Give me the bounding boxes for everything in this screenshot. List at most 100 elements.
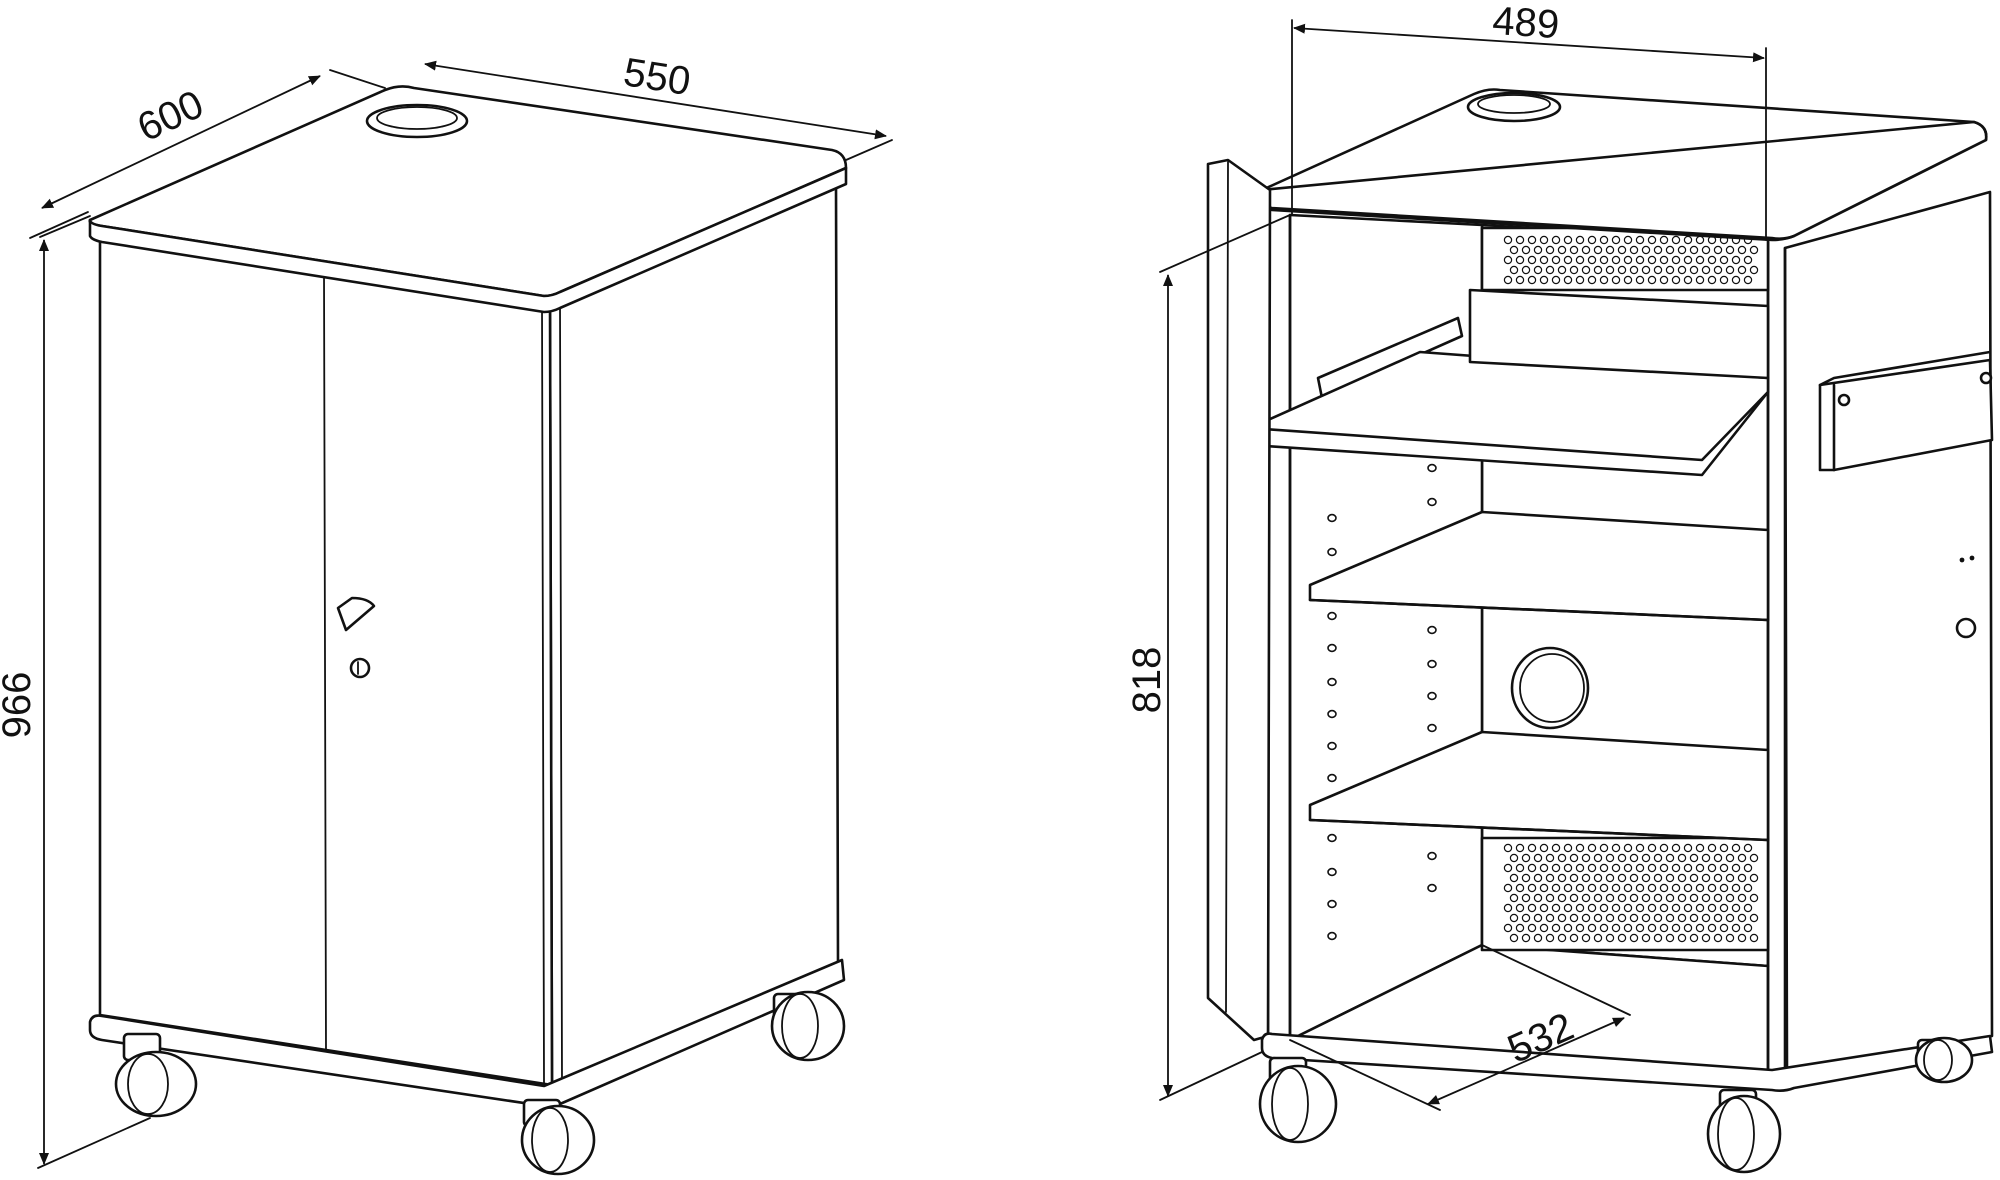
perforation-dot [1707,923,1717,933]
shelf-pin-hole [1427,659,1437,669]
side-lock-icon[interactable] [1955,617,1977,639]
perforation-dot [1617,853,1627,863]
shelf-pin-hole [1427,625,1437,635]
perforation-dot [1557,873,1567,883]
perforation-dot [1599,275,1609,285]
perforation-dot [1725,933,1735,943]
perforation-dot [1659,235,1669,245]
perforation-dot [1683,883,1693,893]
perforation-dot [1569,245,1579,255]
perforation-dot [1617,913,1627,923]
perforation-dot [1503,923,1513,933]
perforation-dot [1533,265,1543,275]
perforation-dot [1671,275,1681,285]
back-cable-hole [1510,646,1590,730]
perforation-dot [1689,933,1699,943]
perforation-dot [1575,923,1585,933]
perforation-dot [1551,843,1561,853]
perforation-dot [1515,255,1525,265]
perforation-dot [1509,265,1519,275]
door-handle-icon[interactable] [336,596,376,632]
perforation-dot [1713,245,1723,255]
perforation-dot [1707,275,1717,285]
perforation-dot [1737,913,1747,923]
perforation-dot [1509,893,1519,903]
pullout-keyboard-shelf [1248,288,1770,477]
perforation-dot [1623,843,1633,853]
dimension-line-489 [1293,23,1765,63]
perforation-dot [1659,923,1669,933]
perforation-dot [1581,873,1591,883]
perforation-dot [1539,903,1549,913]
perforation-dot [1695,883,1705,893]
perforation-dot [1533,245,1543,255]
perforation-dot [1539,275,1549,285]
perforation-dot [1713,265,1723,275]
perforation-dot [1725,245,1735,255]
lock-icon[interactable] [349,657,371,679]
perforation-dot [1521,933,1531,943]
dimension-line-532 [1427,1017,1625,1105]
perforated-vent-bottom [1480,836,1770,952]
perforation-dot [1569,873,1579,883]
perforation-dot [1623,275,1633,285]
perforation-dot [1695,255,1705,265]
perforation-dot [1545,265,1555,275]
perforation-dot [1743,863,1753,873]
perforation-dot [1701,245,1711,255]
perforation-dot [1683,275,1693,285]
perforation-dot [1539,883,1549,893]
perforation-dot [1515,903,1525,913]
perforation-dot [1683,235,1693,245]
perforation-dot [1557,853,1567,863]
perforation-dot [1581,265,1591,275]
perforation-dot [1641,913,1651,923]
perforation-dot [1569,853,1579,863]
perforation-dot [1689,893,1699,903]
perforation-dot [1551,903,1561,913]
shelf-pin-hole [1327,741,1337,751]
shelf-pin-hole [1327,611,1337,621]
perforation-dot [1611,923,1621,933]
perforation-dot [1629,853,1639,863]
perforation-dot [1707,903,1717,913]
perforation-dot [1683,255,1693,265]
perforation-dot [1521,893,1531,903]
perforation-dot [1545,913,1555,923]
perforation-dot [1563,863,1573,873]
perforation-dot [1731,255,1741,265]
perforation-dot [1515,275,1525,285]
perforation-dot [1527,843,1537,853]
perforation-dot [1569,913,1579,923]
perforation-dot [1629,245,1639,255]
perforation-dot [1683,863,1693,873]
perforation-dot [1635,863,1645,873]
shelf-middle [1308,510,1770,622]
perforation-dot [1743,923,1753,933]
open-door[interactable] [1206,158,1272,1042]
cabinet-top-edge [88,166,848,314]
perforation-dot [1545,853,1555,863]
perforation-dot [1659,883,1669,893]
perforation-dot [1599,883,1609,893]
perforation-dot [1635,883,1645,893]
perforation-dot [1731,843,1741,853]
perforation-dot [1719,903,1729,913]
perforation-dot [1539,843,1549,853]
perforation-dot [1701,873,1711,883]
perforation-dot [1503,255,1513,265]
perforation-dot [1611,863,1621,873]
perforation-dot [1743,883,1753,893]
perforation-dot [1551,235,1561,245]
perforation-dot [1653,853,1663,863]
perforation-dot [1737,853,1747,863]
perforation-dot [1521,265,1531,275]
perforation-dot [1731,863,1741,873]
perforation-dot [1749,913,1759,923]
closed-cabinet [88,85,848,1176]
perforation-dot [1689,873,1699,883]
perforation-dot [1521,873,1531,883]
shelf-pin-hole [1427,723,1437,733]
perforation-dot [1617,873,1627,883]
perforation-dot [1509,873,1519,883]
